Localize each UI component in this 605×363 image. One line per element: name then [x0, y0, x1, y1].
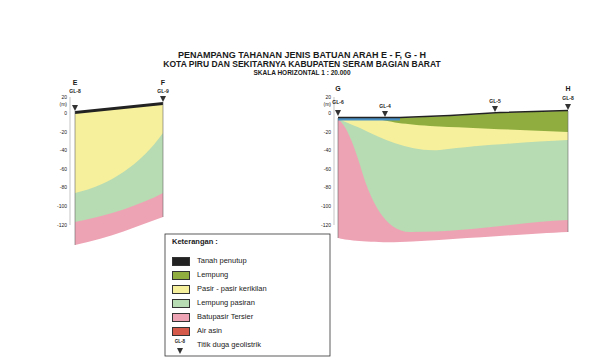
diagram-title: PENAMPANG TAHANAN JENIS BATUAN ARAH E - …	[178, 51, 426, 60]
section-e-f	[70, 96, 166, 245]
legend-swatch	[172, 285, 190, 294]
depth-tick: -40	[60, 148, 67, 153]
depth-tick: -60	[324, 166, 331, 171]
depth-tick: -80	[60, 185, 67, 190]
depth-tick: -20	[60, 129, 67, 134]
section-end: F	[161, 79, 165, 86]
depth-tick: 0	[328, 111, 331, 116]
legend-swatch	[172, 327, 190, 336]
depth-tick: 0	[64, 111, 67, 116]
depth-tick: -20	[324, 129, 331, 134]
legend-text: Lempung	[197, 271, 228, 279]
depth-tick: -120	[321, 222, 331, 227]
depth-tick: 20	[61, 95, 67, 100]
legend-swatch	[172, 299, 190, 308]
depth-tick: -80	[324, 185, 331, 190]
depth-tick: -100	[321, 204, 331, 209]
legend-symbol-label: GL-8	[175, 340, 185, 345]
section-end: G	[335, 85, 340, 92]
station-label: GL-9	[157, 89, 168, 94]
subtitle: KOTA PIRU DAN SEKITARNYA KABUPATEN SERAM…	[163, 60, 440, 69]
legend-text: Batupasir Tersier	[197, 313, 253, 321]
legend-text: Pasir - pasir kerikilan	[197, 285, 267, 293]
depth-tick: 20	[325, 95, 331, 100]
legend-swatch	[172, 271, 190, 280]
depth-tick: -120	[57, 222, 67, 227]
legend-symbol	[177, 348, 183, 354]
section-end: H	[565, 85, 570, 92]
scale-note: SKALA HORIZONTAL 1 : 20.000	[253, 70, 350, 77]
legend-swatch	[172, 257, 190, 266]
legend-text: Air asin	[197, 327, 222, 335]
legend-text: Tanah penutup	[197, 257, 247, 265]
legend-frame	[165, 234, 330, 356]
station-label: GL-8	[562, 96, 573, 101]
station-label: GL-4	[379, 104, 390, 109]
depth-tick: -60	[60, 166, 67, 171]
depth-tick: -100	[57, 204, 67, 209]
station-label: GL-8	[69, 89, 80, 94]
depth-tick: -40	[324, 148, 331, 153]
section-end: E	[73, 79, 78, 86]
section-g-h	[334, 97, 571, 242]
legend-swatch	[172, 313, 190, 322]
station-label: GL-5	[489, 99, 500, 104]
station-label: GL-6	[332, 100, 343, 105]
legend-text: Titik duga geolistrik	[197, 341, 261, 349]
depth-tick: (m)	[60, 102, 68, 107]
depth-tick: (m)	[324, 102, 332, 107]
legend-heading: Keterangan :	[172, 238, 218, 246]
legend-text: Lempung pasiran	[197, 299, 255, 307]
